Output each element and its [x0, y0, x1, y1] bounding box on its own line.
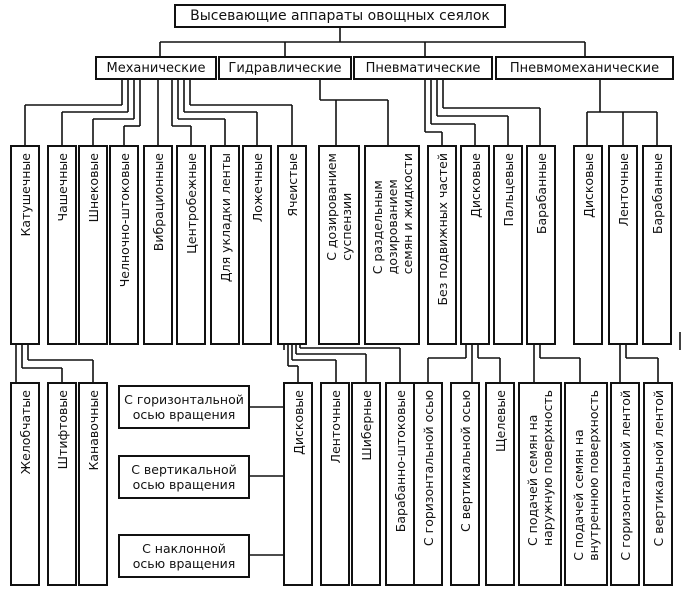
- node-vertical-axis-label: С вертикальной осью вращения: [131, 462, 237, 492]
- root-label: Высевающие аппараты овощных сеялок: [190, 8, 490, 24]
- node-vertical-axis: С вертикальной осью вращения: [118, 455, 250, 499]
- node-lentochnye-yacheistye: Ленточные: [320, 382, 350, 586]
- node-barabanno-shtokovye: Барабанно-штоковые: [385, 382, 415, 586]
- node-shibernye: Шиберные: [351, 382, 381, 586]
- node-diskovye-yacheistye: Дисковые: [283, 382, 313, 586]
- node-kanavochnye-label: Канавочные: [85, 390, 101, 471]
- node-barabanno-shtokovye-label: Барабанно-штоковые: [392, 390, 408, 533]
- node-barabannye-pneumatic-label: Барабанные: [533, 153, 549, 235]
- node-vertikalnoy-lentoy: С вертикальной лентой: [643, 382, 673, 586]
- node-yacheistye: Ячеистые: [277, 145, 307, 345]
- node-vertikalnoy-osyu-label: С вертикальной осью: [457, 390, 473, 532]
- group-pneumomechanical: Пневмомеханические: [495, 56, 674, 80]
- node-naruzhnuyu-poverhnost-label: С подачей семян на наружную поверхность: [525, 390, 555, 547]
- node-ukladka-lenty-label: Для укладки ленты: [217, 153, 233, 283]
- node-vnutrennyuyu-poverhnost: С подачей семян на внутреннюю поверхност…: [564, 382, 608, 586]
- node-chelnochno-shtokovye-label: Челночно-штоковые: [116, 153, 132, 288]
- node-katushechnye-label: Катушечные: [17, 153, 33, 237]
- group-mechanical-label: Механические: [106, 60, 206, 76]
- node-shibernye-label: Шиберные: [358, 390, 374, 461]
- node-diskovye-pneumomechanical-label: Дисковые: [580, 153, 596, 218]
- node-dozirovanie-suspenzii-label: С дозированием суспензии: [324, 153, 354, 261]
- node-vnutrennyuyu-poverhnost-label: С подачей семян на внутреннюю поверхност…: [571, 390, 601, 561]
- node-shnekovye: Шнековые: [78, 145, 108, 345]
- node-palcevye: Пальцевые: [493, 145, 523, 345]
- node-kanavochnye: Канавочные: [78, 382, 108, 586]
- node-lentochnye-yacheistye-label: Ленточные: [327, 390, 343, 464]
- node-ukladka-lenty: Для укладки ленты: [210, 145, 240, 345]
- node-razdelnoe-dozirovanie-label: С раздельным дозированием семян и жидкос…: [369, 153, 415, 275]
- group-pneumatic-label: Пневматические: [365, 60, 481, 76]
- node-vibracionnye: Вибрационные: [143, 145, 173, 345]
- node-horizontal-axis: С горизонтальной осью вращения: [118, 385, 250, 429]
- node-yacheistye-label: Ячеистые: [284, 153, 300, 217]
- node-lentochnye-pneumomechanical: Ленточные: [608, 145, 638, 345]
- node-barabannye-pneumomechanical: Барабанные: [642, 145, 672, 345]
- node-bez-podvizhnyh-chastey-label: Без подвижных частей: [434, 153, 450, 306]
- node-chelnochno-shtokovye: Челночно-штоковые: [109, 145, 139, 345]
- group-mechanical: Механические: [95, 56, 217, 80]
- node-bez-podvizhnyh-chastey: Без подвижных частей: [427, 145, 457, 345]
- node-chashechnye: Чашечные: [47, 145, 77, 345]
- node-razdelnoe-dozirovanie: С раздельным дозированием семян и жидкос…: [364, 145, 420, 345]
- node-zhelobchatye-label: Желобчатые: [17, 390, 33, 475]
- node-centrobezhnye-label: Центробежные: [183, 153, 199, 254]
- node-gorizontalnoy-lentoy-label: С горизонтальной лентой: [617, 390, 633, 561]
- node-lozhechnye: Ложечные: [242, 145, 272, 345]
- group-hydraulic: Гидравлические: [218, 56, 352, 80]
- node-shtiftovye-label: Штифтовые: [54, 390, 70, 470]
- node-shchelevye-label: Щелевые: [492, 390, 508, 452]
- node-naruzhnuyu-poverhnost: С подачей семян на наружную поверхность: [518, 382, 562, 586]
- node-diskovye-pneumatic-label: Дисковые: [467, 153, 483, 218]
- node-vibracionnye-label: Вибрационные: [150, 153, 166, 252]
- node-barabannye-pneumomechanical-label: Барабанные: [649, 153, 665, 235]
- node-diskovye-pneumomechanical: Дисковые: [573, 145, 603, 345]
- node-vertikalnoy-lentoy-label: С вертикальной лентой: [650, 390, 666, 547]
- node-shtiftovye: Штифтовые: [47, 382, 77, 586]
- node-inclined-axis-label: С наклонной осью вращения: [132, 541, 236, 571]
- node-gorizontalnoy-osyu: С горизонтальной осью: [413, 382, 443, 586]
- node-diskovye-pneumatic: Дисковые: [460, 145, 490, 345]
- node-shnekovye-label: Шнековые: [85, 153, 101, 223]
- node-barabannye-pneumatic: Барабанные: [526, 145, 556, 345]
- node-gorizontalnoy-osyu-label: С горизонтальной осью: [420, 390, 436, 547]
- group-pneumatic: Пневматические: [353, 56, 493, 80]
- node-katushechnye: Катушечные: [10, 145, 40, 345]
- node-inclined-axis: С наклонной осью вращения: [118, 534, 250, 578]
- node-dozirovanie-suspenzii: С дозированием суспензии: [318, 145, 360, 345]
- node-horizontal-axis-label: С горизонтальной осью вращения: [124, 392, 244, 422]
- node-zhelobchatye: Желобчатые: [10, 382, 40, 586]
- node-lozhechnye-label: Ложечные: [249, 153, 265, 223]
- node-diskovye-yacheistye-label: Дисковые: [290, 390, 306, 455]
- group-hydraulic-label: Гидравлические: [228, 60, 342, 76]
- node-chashechnye-label: Чашечные: [54, 153, 70, 222]
- node-shchelevye: Щелевые: [485, 382, 515, 586]
- node-gorizontalnoy-lentoy: С горизонтальной лентой: [610, 382, 640, 586]
- node-lentochnye-pneumomechanical-label: Ленточные: [615, 153, 631, 227]
- node-vertikalnoy-osyu: С вертикальной осью: [450, 382, 480, 586]
- node-palcevye-label: Пальцевые: [500, 153, 516, 227]
- root-node: Высевающие аппараты овощных сеялок: [174, 4, 506, 28]
- node-centrobezhnye: Центробежные: [176, 145, 206, 345]
- group-pneumomechanical-label: Пневмомеханические: [509, 60, 660, 76]
